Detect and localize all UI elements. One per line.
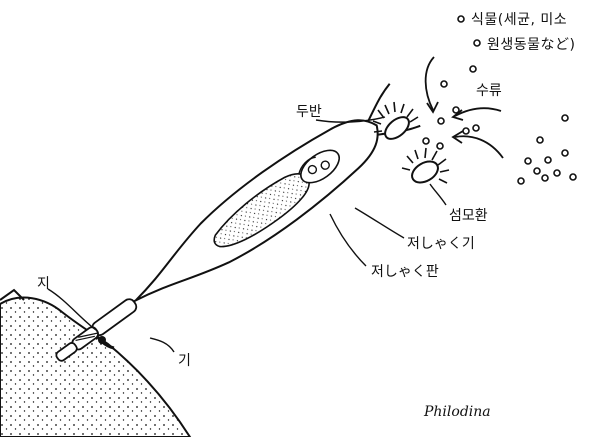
- foot-label: 기: [178, 350, 191, 370]
- corona-left: [373, 102, 418, 143]
- species-name: Philodina: [424, 404, 491, 420]
- substrate-rock: [0, 290, 190, 437]
- head-disc-label: 두반: [296, 101, 322, 121]
- food-label-line2: 원생동물など): [487, 34, 575, 54]
- corona-right: [402, 148, 449, 187]
- food-label-line1: 식물(세균, 미소: [471, 9, 567, 29]
- water-current-label: 수류: [476, 80, 502, 100]
- mastax-plate-label: 저しゃく판: [371, 261, 439, 281]
- toe-label: 지: [37, 273, 50, 293]
- rotifer-body: [40, 81, 422, 381]
- mastax-label: 저しゃく기: [407, 233, 475, 253]
- trochal-disc-label: 섬모환: [449, 205, 488, 225]
- current-arrows: [426, 57, 503, 158]
